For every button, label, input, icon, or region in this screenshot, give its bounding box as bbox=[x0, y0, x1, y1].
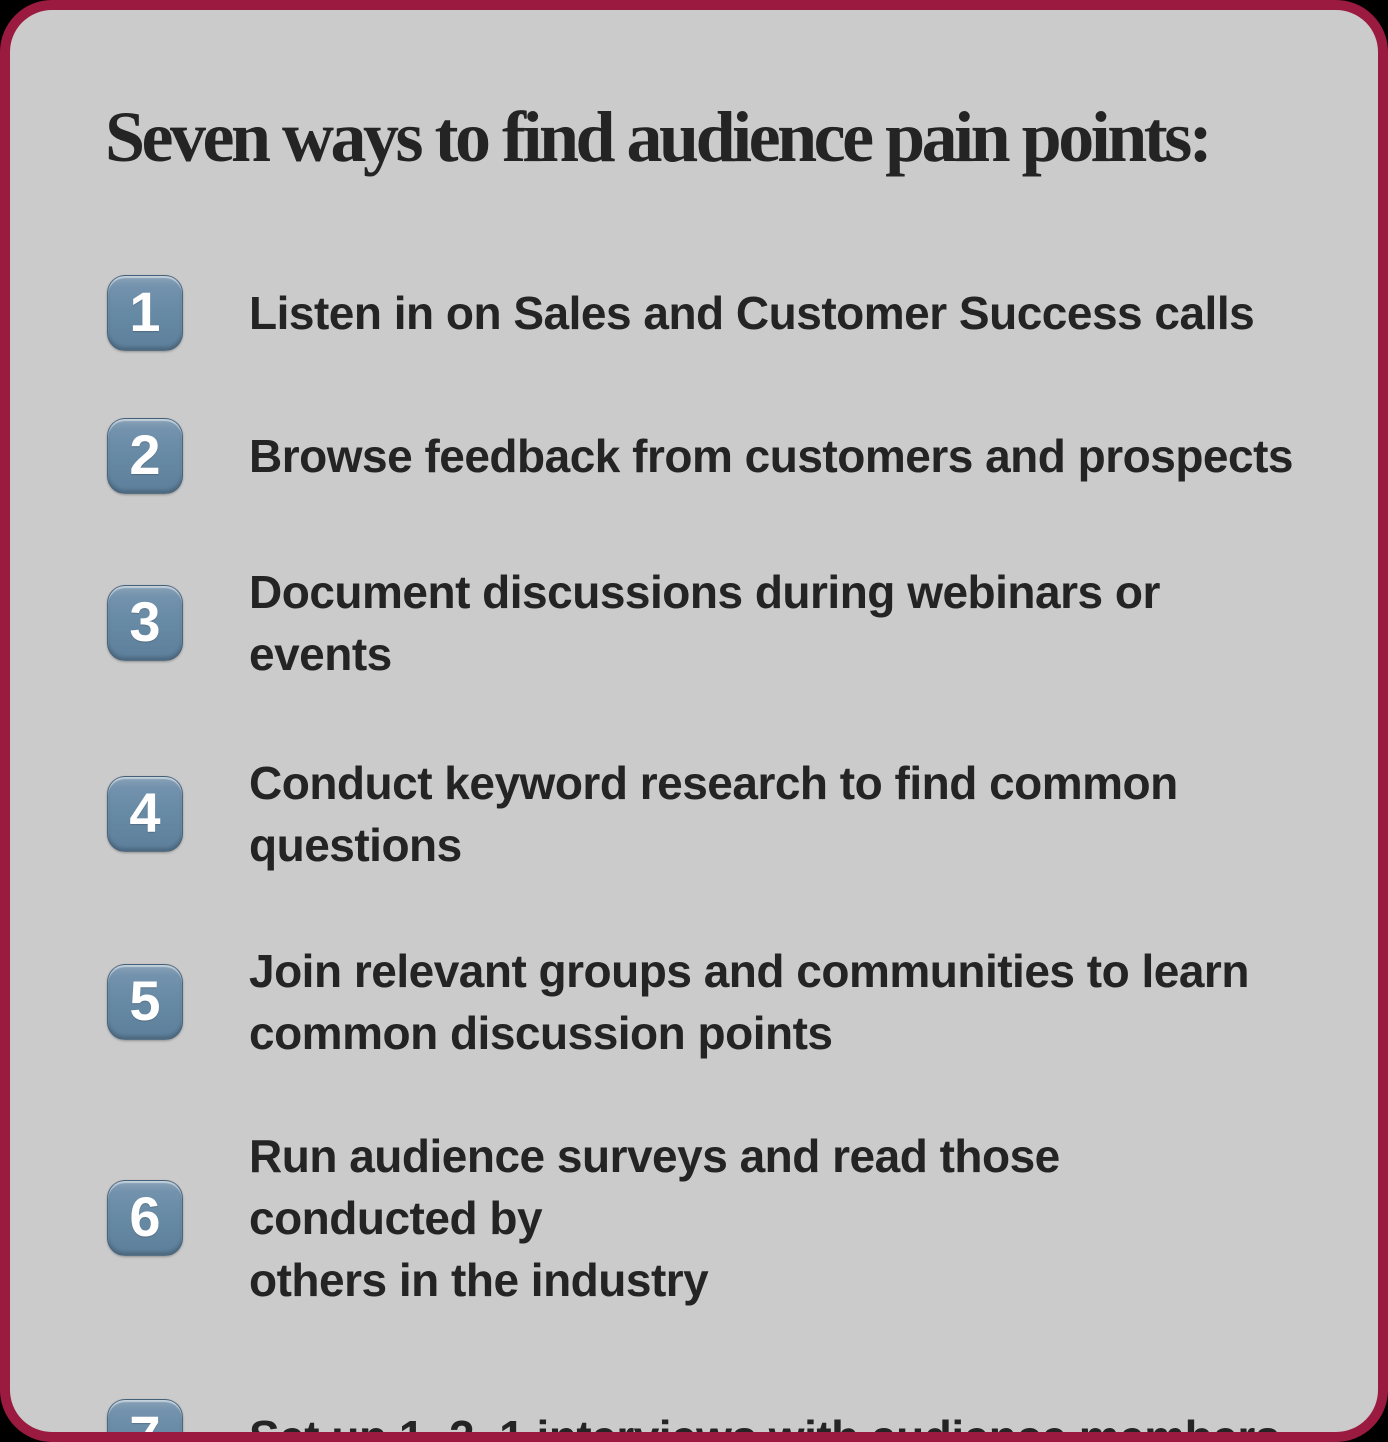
list-item: 5 Join relevant groups and communities t… bbox=[107, 940, 1298, 1064]
page-title: Seven ways to find audience pain points: bbox=[105, 97, 1213, 177]
list-item: 2 Browse feedback from customers and pro… bbox=[107, 417, 1298, 494]
keycap-digit-label: 7 bbox=[129, 1403, 161, 1442]
keycap-digit-icon: 6 bbox=[107, 1179, 183, 1256]
list-item-label: Set up 1–2–1 interviews with audience me… bbox=[249, 1406, 1280, 1442]
list-item-line: common discussion points bbox=[249, 1006, 833, 1059]
list-item-label: Conduct keyword research to find common … bbox=[249, 752, 1298, 876]
keycap-digit-icon: 5 bbox=[107, 963, 183, 1040]
pain-points-list: 1 Listen in on Sales and Customer Succes… bbox=[95, 274, 1298, 1442]
list-item-label: Run audience surveys and read those cond… bbox=[249, 1125, 1298, 1311]
keycap-digit-icon: 1 bbox=[107, 274, 183, 351]
list-item: 7 Set up 1–2–1 interviews with audience … bbox=[107, 1398, 1298, 1442]
keycap-digit-label: 3 bbox=[129, 589, 161, 653]
keycap-digit-label: 5 bbox=[129, 968, 161, 1032]
list-item-line: Listen in on Sales and Customer Success … bbox=[249, 286, 1255, 339]
keycap-digit-icon: 3 bbox=[107, 584, 183, 661]
list-item-label: Document discussions during webinars or … bbox=[249, 561, 1298, 685]
keycap-digit-label: 4 bbox=[129, 780, 161, 844]
list-item: 4 Conduct keyword research to find commo… bbox=[107, 752, 1298, 876]
keycap-digit-icon: 4 bbox=[107, 775, 183, 852]
keycap-digit-icon: 7 bbox=[107, 1398, 183, 1442]
list-item-line: Join relevant groups and communities to … bbox=[249, 944, 1249, 997]
card-content: Seven ways to find audience pain points:… bbox=[10, 96, 1378, 1442]
keycap-digit-label: 2 bbox=[129, 422, 161, 486]
list-item-line: Browse feedback from customers and prosp… bbox=[249, 429, 1294, 482]
list-item-label: Join relevant groups and communities to … bbox=[249, 940, 1249, 1064]
list-item-label: Listen in on Sales and Customer Success … bbox=[249, 282, 1255, 344]
list-item-line: Conduct keyword research to find common … bbox=[249, 756, 1178, 871]
list-item-line: Document discussions during webinars or … bbox=[249, 565, 1160, 680]
keycap-digit-icon: 2 bbox=[107, 417, 183, 494]
keycap-digit-label: 1 bbox=[129, 279, 161, 343]
list-item: 6 Run audience surveys and read those co… bbox=[107, 1125, 1298, 1311]
list-item-line: Set up 1–2–1 interviews with audience me… bbox=[249, 1410, 1280, 1442]
list-item-label: Browse feedback from customers and prosp… bbox=[249, 425, 1294, 487]
list-item-line: Run audience surveys and read those cond… bbox=[249, 1129, 1060, 1244]
list-item-line: others in the industry bbox=[249, 1253, 709, 1306]
list-item: 1 Listen in on Sales and Customer Succes… bbox=[107, 274, 1298, 351]
keycap-digit-label: 6 bbox=[129, 1184, 161, 1248]
list-item: 3 Document discussions during webinars o… bbox=[107, 561, 1298, 685]
